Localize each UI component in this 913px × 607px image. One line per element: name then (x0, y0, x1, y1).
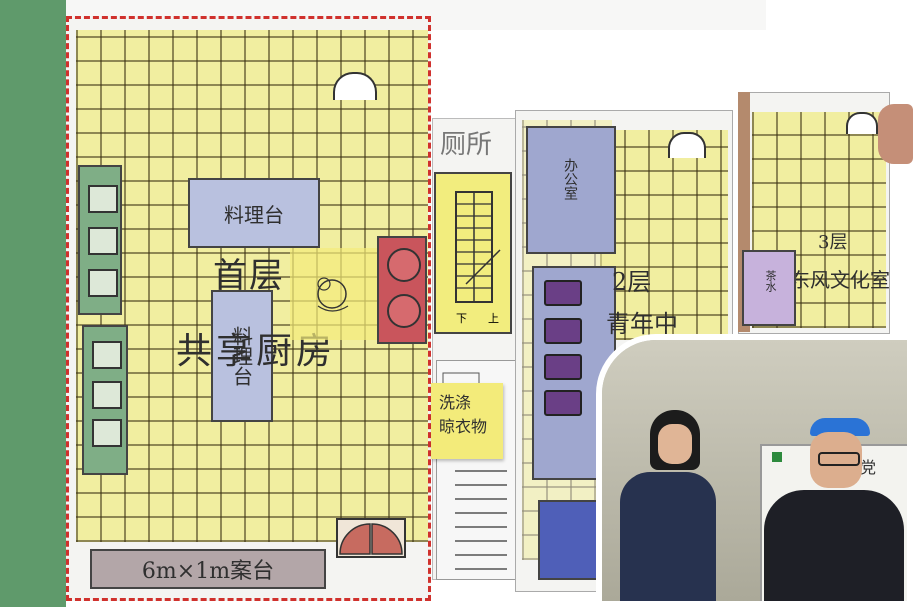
floor3-title: 3层 (818, 232, 848, 253)
sink-panel-lower (82, 325, 128, 475)
stove-panel (377, 236, 427, 344)
sink-panel-upper (78, 165, 122, 315)
staircase-panel: 下 上 (434, 172, 512, 334)
stair-down-label: 下 (456, 312, 467, 325)
toilet-label: 厕所 (440, 130, 493, 160)
office-room-label: 办公室 (562, 158, 578, 200)
prep-table-top: 料理台 (188, 178, 320, 248)
sketch-sticky-note (290, 248, 380, 340)
purple-card-label: 茶水 (764, 270, 777, 292)
floor1-title: 首层 (213, 256, 285, 296)
person-woman (614, 410, 716, 601)
chair-icon (544, 390, 582, 416)
person-sketch-icon (317, 277, 349, 312)
door-icon (333, 72, 377, 100)
person-man (754, 418, 904, 601)
stair-up-label: 上 (488, 312, 499, 325)
floor3-door-icon (846, 112, 878, 134)
floor2-door-icon (668, 132, 706, 158)
prep-table-vertical: 料理台 (211, 290, 273, 422)
door-bottom-icon (336, 518, 406, 558)
chair-icon (544, 354, 582, 380)
stairs-icon (455, 191, 501, 303)
bench-table: 6m×1m案台 (90, 549, 326, 589)
chair-icon (544, 318, 582, 344)
floor2-title: 2层 (612, 268, 652, 296)
photo-inset: 东风村党 (596, 334, 913, 607)
office-room-card: 办公室 (526, 126, 616, 254)
laundry-sticky-note: 洗涤 晾衣物 (431, 383, 503, 459)
floor2-grid (600, 130, 728, 340)
chair-icon (544, 280, 582, 306)
hand-icon (878, 104, 913, 164)
green-side-strip (0, 0, 66, 607)
floor3-room-title: 东风文化室 (790, 268, 890, 292)
purple-card: 茶水 (742, 250, 796, 326)
floor2-room-title: 青年中 (606, 310, 678, 338)
blue-strip (538, 500, 598, 580)
